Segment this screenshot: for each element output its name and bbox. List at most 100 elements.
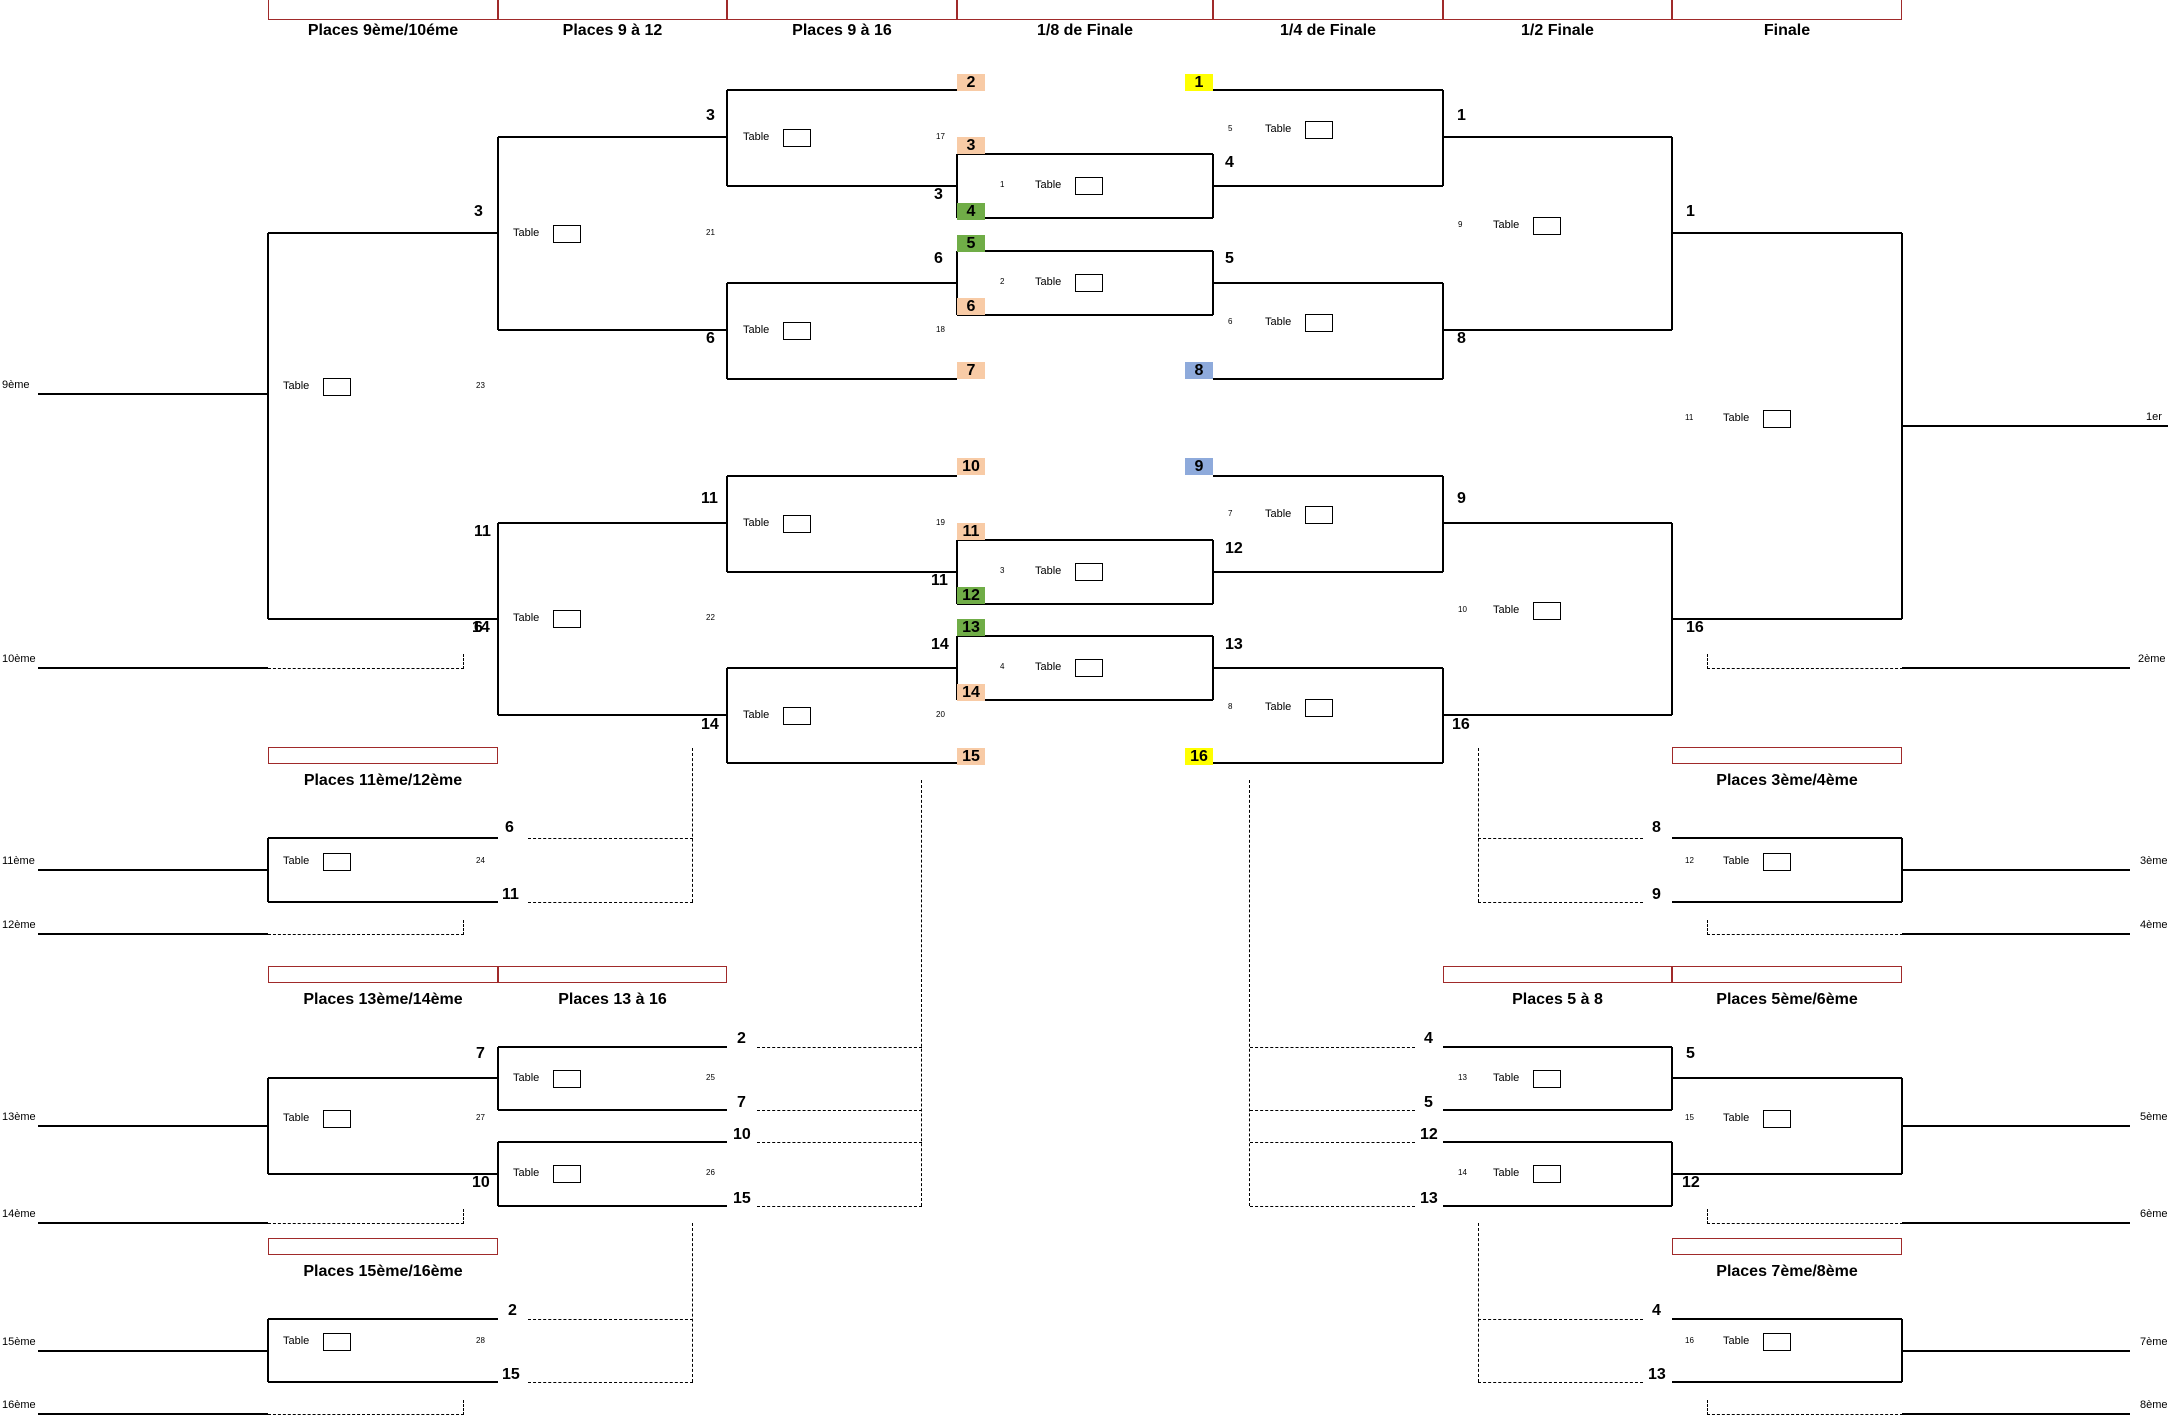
table-label: Table bbox=[513, 1167, 540, 1179]
table-number-input[interactable] bbox=[783, 129, 811, 147]
table-number-input[interactable] bbox=[323, 1333, 351, 1351]
header-box bbox=[268, 1238, 498, 1255]
seed-number: 11 bbox=[931, 572, 948, 589]
dashed-connector bbox=[1707, 920, 1903, 935]
seed-number: 7 bbox=[476, 1045, 485, 1062]
header-title: 1/4 de Finale bbox=[1279, 22, 1377, 39]
bracket-line bbox=[267, 1078, 269, 1174]
table-number-input[interactable] bbox=[323, 853, 351, 871]
table-number-input[interactable] bbox=[553, 224, 581, 243]
table-number-input[interactable] bbox=[1763, 1333, 1791, 1351]
seed-number: 11 bbox=[701, 490, 718, 507]
table-number-input[interactable] bbox=[1763, 853, 1791, 871]
bracket-line bbox=[1443, 1205, 1672, 1207]
placement-label: 1er bbox=[2146, 411, 2162, 423]
dashed-connector bbox=[268, 1209, 464, 1224]
table-number-input[interactable] bbox=[323, 1110, 351, 1128]
dashed-connector bbox=[692, 748, 693, 902]
table-label: Table bbox=[1493, 1167, 1520, 1179]
seed-number: 12 bbox=[1225, 540, 1243, 557]
bracket-line bbox=[727, 667, 957, 669]
table-number-input[interactable] bbox=[1305, 699, 1333, 717]
match-number: 24 bbox=[476, 856, 485, 865]
seed-number: 11 bbox=[474, 523, 491, 540]
seed-chip: 15 bbox=[957, 748, 985, 765]
bracket-line bbox=[957, 250, 1213, 252]
placement-label: 14ème bbox=[2, 1208, 36, 1220]
dashed-connector bbox=[1250, 1110, 1415, 1111]
match-number: 6 bbox=[1228, 317, 1233, 326]
table-number-input[interactable] bbox=[1533, 1165, 1561, 1183]
bracket-line bbox=[1442, 283, 1444, 379]
seed-number: 6 bbox=[474, 619, 483, 636]
table-number-input[interactable] bbox=[783, 322, 811, 340]
bracket-line bbox=[498, 1046, 727, 1048]
dashed-connector bbox=[757, 1206, 922, 1207]
seed-number: 8 bbox=[1457, 330, 1466, 347]
dashed-connector bbox=[1250, 1142, 1415, 1143]
header-box bbox=[1213, 0, 1443, 20]
dashed-connector bbox=[268, 1400, 464, 1415]
seed-number: 16 bbox=[1686, 619, 1704, 636]
placement-label: 4ème bbox=[2140, 919, 2168, 931]
table-number-input[interactable] bbox=[553, 610, 581, 628]
dashed-connector bbox=[528, 1319, 693, 1320]
header-title: Places 9 à 16 bbox=[792, 22, 892, 39]
table-number-input[interactable] bbox=[553, 1165, 581, 1183]
bracket-line bbox=[267, 1319, 269, 1382]
bracket-line bbox=[1213, 185, 1443, 187]
bracket-line bbox=[1213, 571, 1443, 573]
table-label: Table bbox=[513, 1071, 540, 1084]
bracket-line bbox=[956, 154, 958, 218]
seed-number: 13 bbox=[1225, 636, 1243, 653]
table-number-input[interactable] bbox=[1533, 1069, 1561, 1088]
table-number-input[interactable] bbox=[553, 1069, 581, 1088]
seed-chip: 9 bbox=[1185, 458, 1213, 475]
table-label: Table bbox=[1265, 123, 1292, 135]
table-number-input[interactable] bbox=[1075, 659, 1103, 677]
table-number-input[interactable] bbox=[1533, 602, 1561, 620]
bracket-line bbox=[38, 393, 268, 395]
table-number-input[interactable] bbox=[1305, 506, 1333, 524]
seed-number: 10 bbox=[472, 1174, 490, 1191]
dashed-connector bbox=[1478, 1223, 1479, 1382]
table-number-input[interactable] bbox=[1763, 1110, 1791, 1128]
seed-number: 14 bbox=[931, 636, 949, 653]
header-title: Places 9ème/10éme bbox=[307, 22, 459, 39]
dashed-connector bbox=[1478, 838, 1643, 839]
dashed-connector bbox=[1478, 1382, 1643, 1383]
bracket-line bbox=[498, 522, 727, 524]
seed-number: 6 bbox=[505, 819, 514, 836]
table-number-input[interactable] bbox=[1075, 274, 1103, 292]
table-number-input[interactable] bbox=[1075, 563, 1103, 581]
table-number-input[interactable] bbox=[783, 706, 811, 725]
table-number-input[interactable] bbox=[1305, 121, 1333, 139]
dashed-connector bbox=[528, 902, 693, 903]
dashed-connector bbox=[1707, 654, 1903, 669]
seed-chip: 16 bbox=[1185, 748, 1213, 765]
header-title: Places 13 à 16 bbox=[558, 991, 667, 1008]
bracket-line bbox=[268, 618, 498, 620]
header-title: Places 13ème/14ème bbox=[303, 991, 463, 1008]
seed-number: 16 bbox=[1452, 716, 1470, 733]
header-box bbox=[727, 0, 957, 20]
match-number: 5 bbox=[1228, 124, 1233, 133]
table-number-input[interactable] bbox=[1075, 177, 1103, 195]
bracket-line bbox=[1672, 232, 1902, 234]
bracket-line bbox=[727, 475, 957, 477]
header-box bbox=[957, 0, 1213, 20]
table-number-input[interactable] bbox=[323, 378, 351, 396]
table-number-input[interactable] bbox=[783, 515, 811, 533]
table-label: Table bbox=[283, 855, 310, 867]
table-number-input[interactable] bbox=[1305, 314, 1333, 332]
seed-chip: 10 bbox=[957, 458, 985, 475]
bracket-line bbox=[38, 667, 268, 669]
dashed-connector bbox=[1478, 902, 1643, 903]
bracket-line bbox=[956, 540, 958, 604]
table-number-input[interactable] bbox=[1763, 410, 1791, 428]
table-number-input[interactable] bbox=[1533, 217, 1561, 235]
table-label: Table bbox=[743, 708, 770, 721]
match-number: 11 bbox=[1685, 413, 1694, 422]
seed-number: 6 bbox=[934, 250, 943, 267]
